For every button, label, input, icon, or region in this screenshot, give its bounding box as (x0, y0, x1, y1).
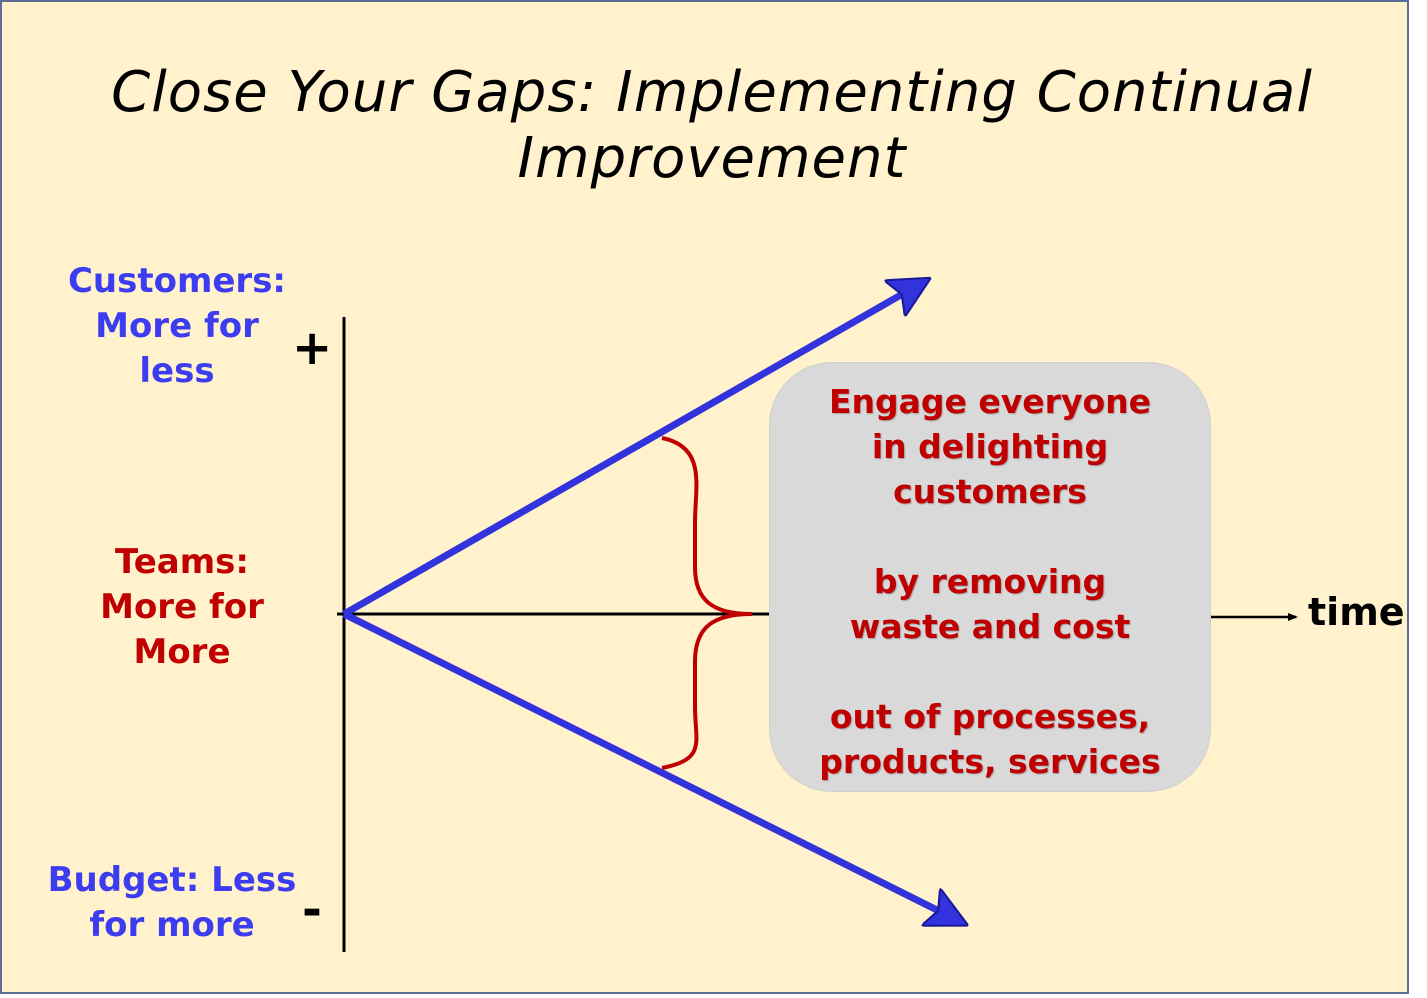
callout-paragraph: out of processes, products, services (819, 697, 1161, 781)
callout-paragraph: by removing waste and cost (849, 562, 1131, 646)
customers-arrow (342, 284, 920, 618)
time-axis-label: time (1308, 590, 1405, 634)
budget-label: Budget: Less for more (47, 860, 297, 945)
slide-title: Close Your Gaps: Implementing Continual … (111, 60, 1313, 191)
gap-brace (661, 436, 753, 770)
callout-paragraph: Engage everyone in delighting customers (828, 382, 1152, 511)
plus-sign: + (292, 320, 333, 376)
minus-sign: - (302, 882, 322, 938)
callout-text: Engage everyone in delighting customers … (770, 379, 1210, 784)
callout-box: Engage everyone in delighting customers … (770, 363, 1210, 791)
teams-label: Teams: More for More (100, 542, 264, 672)
budget-arrow (342, 610, 957, 920)
customers-label: Customers: More for less (67, 261, 287, 391)
